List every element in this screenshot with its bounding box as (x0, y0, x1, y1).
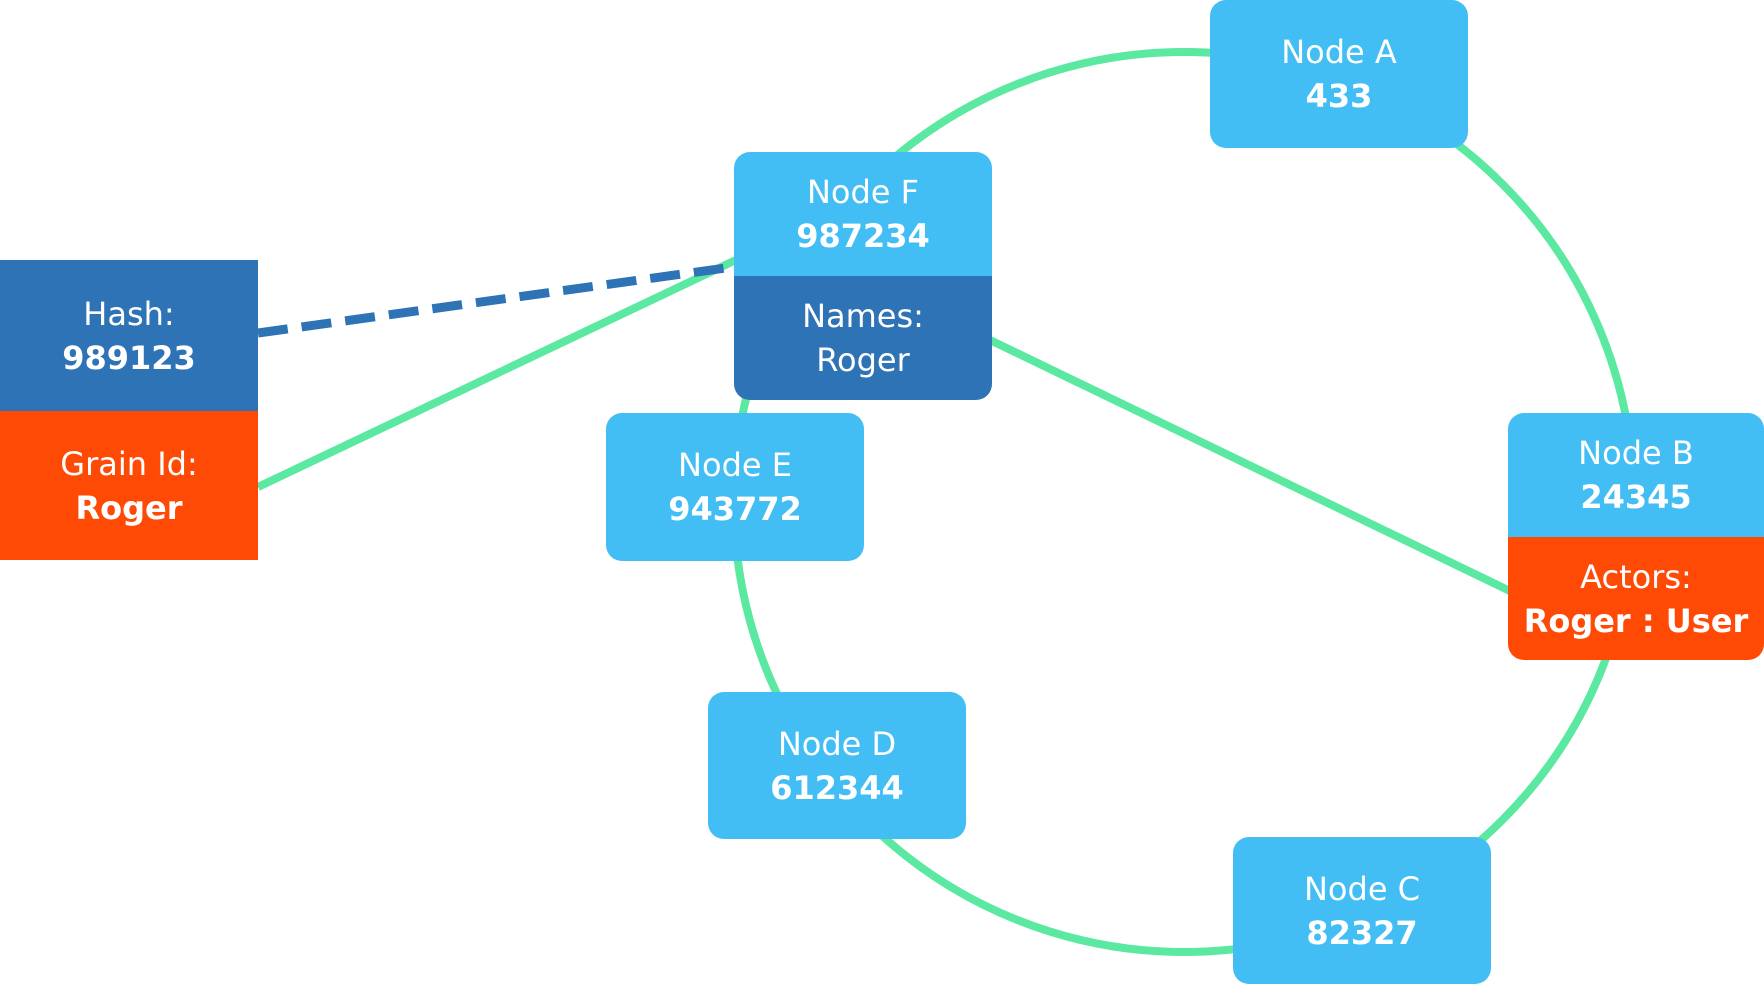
node-f: Node F 987234 Names: Roger (734, 152, 992, 400)
node-b-actors-value: Roger : User (1523, 601, 1749, 640)
node-f-names-label: Names: (802, 297, 924, 335)
node-e: Node E 943772 (606, 413, 864, 561)
node-b-actors-label: Actors: (1580, 557, 1692, 596)
node-a-value: 433 (1305, 77, 1373, 115)
grain-id-section: Grain Id: Roger (0, 411, 258, 560)
node-e-name: Node E (678, 446, 792, 484)
grain-to-node-f-link (256, 254, 742, 491)
node-b-name: Node B (1578, 434, 1694, 472)
node-b-value: 24345 (1580, 478, 1692, 516)
hash-value: 989123 (62, 338, 196, 377)
node-c: Node C 82327 (1233, 837, 1491, 984)
node-b-header: Node B 24345 (1508, 413, 1764, 537)
node-f-value: 987234 (796, 217, 930, 255)
node-e-value: 943772 (668, 490, 802, 528)
node-c-value: 82327 (1306, 913, 1418, 952)
grain-card: Hash: 989123 Grain Id: Roger (0, 260, 258, 560)
node-b-actors-section: Actors: Roger : User (1508, 537, 1764, 660)
node-b: Node B 24345 Actors: Roger : User (1508, 413, 1764, 660)
hash-label: Hash: (83, 294, 175, 333)
node-d: Node D 612344 (708, 692, 966, 839)
hash-to-node-f-dashed-link (257, 261, 741, 338)
node-d-value: 612344 (770, 768, 904, 807)
node-a: Node A 433 (1210, 0, 1468, 148)
node-a-name: Node A (1281, 33, 1397, 71)
node-f-header: Node F 987234 (734, 152, 992, 276)
grain-id-label: Grain Id: (60, 444, 198, 483)
node-f-names-value: Roger (816, 341, 910, 379)
node-f-names-section: Names: Roger (734, 276, 992, 400)
hash-section: Hash: 989123 (0, 260, 258, 411)
node-d-name: Node D (777, 724, 897, 763)
node-f-name: Node F (806, 173, 920, 211)
node-f-to-node-b-link (988, 336, 1514, 596)
grain-id-value: Roger (75, 488, 183, 527)
node-c-name: Node C (1303, 869, 1421, 908)
